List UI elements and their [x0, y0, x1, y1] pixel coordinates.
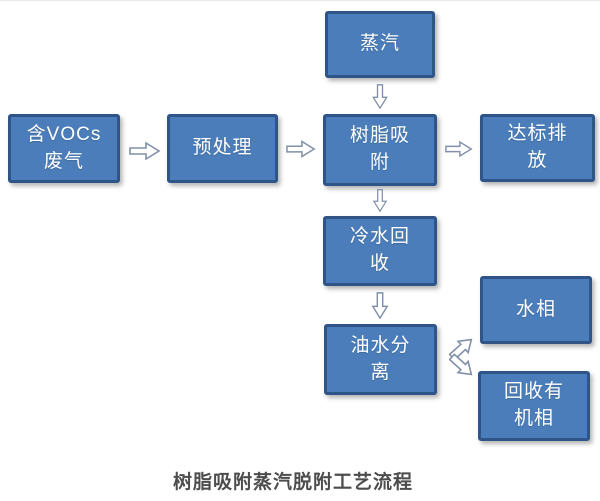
node-resin-adsorption: 树脂吸 附 — [323, 114, 437, 186]
node-recovered-organic-phase: 回收有 机相 — [478, 371, 590, 441]
node-pretreatment-label: 预处理 — [192, 137, 253, 159]
node-steam: 蒸汽 — [325, 11, 435, 78]
node-water-phase: 水相 — [480, 276, 592, 344]
node-water-phase-label: 水相 — [515, 298, 556, 320]
node-vocs-waste-gas: 含VOCs 废气 — [8, 114, 120, 183]
down-arrow-icon-resin-to-coldwater — [372, 189, 388, 212]
node-vocs-waste-gas-label: 含VOCs 废气 — [26, 123, 102, 172]
node-cold-water-recovery-label: 冷水回 收 — [349, 226, 410, 274]
diagram-caption: 树脂吸附蒸汽脱附工艺流程 — [172, 472, 413, 493]
node-cold-water-recovery: 冷水回 收 — [323, 216, 437, 286]
node-compliant-discharge-label: 达标排 放 — [507, 123, 568, 171]
node-resin-adsorption-label: 树脂吸 附 — [349, 125, 410, 173]
node-oil-water-separation: 油水分 离 — [324, 324, 437, 395]
node-oil-water-separation-label: 油水分 离 — [350, 334, 411, 383]
down-arrow-icon-steam-to-resin — [372, 84, 388, 109]
node-compliant-discharge: 达标排 放 — [480, 114, 595, 182]
split-double-arrow-icon-oilwater-to-phases — [449, 338, 473, 376]
node-recovered-organic-phase-label: 回收有 机相 — [503, 381, 564, 429]
right-arrow-icon-resin-to-discharge — [445, 140, 473, 158]
node-pretreatment: 预处理 — [167, 114, 278, 183]
right-arrow-icon-pretreatment-to-resin — [286, 140, 316, 158]
right-arrow-icon-vocs-to-pretreatment — [129, 141, 161, 161]
down-arrow-icon-coldwater-to-oilwater — [371, 292, 389, 319]
node-steam-label: 蒸汽 — [359, 33, 400, 55]
